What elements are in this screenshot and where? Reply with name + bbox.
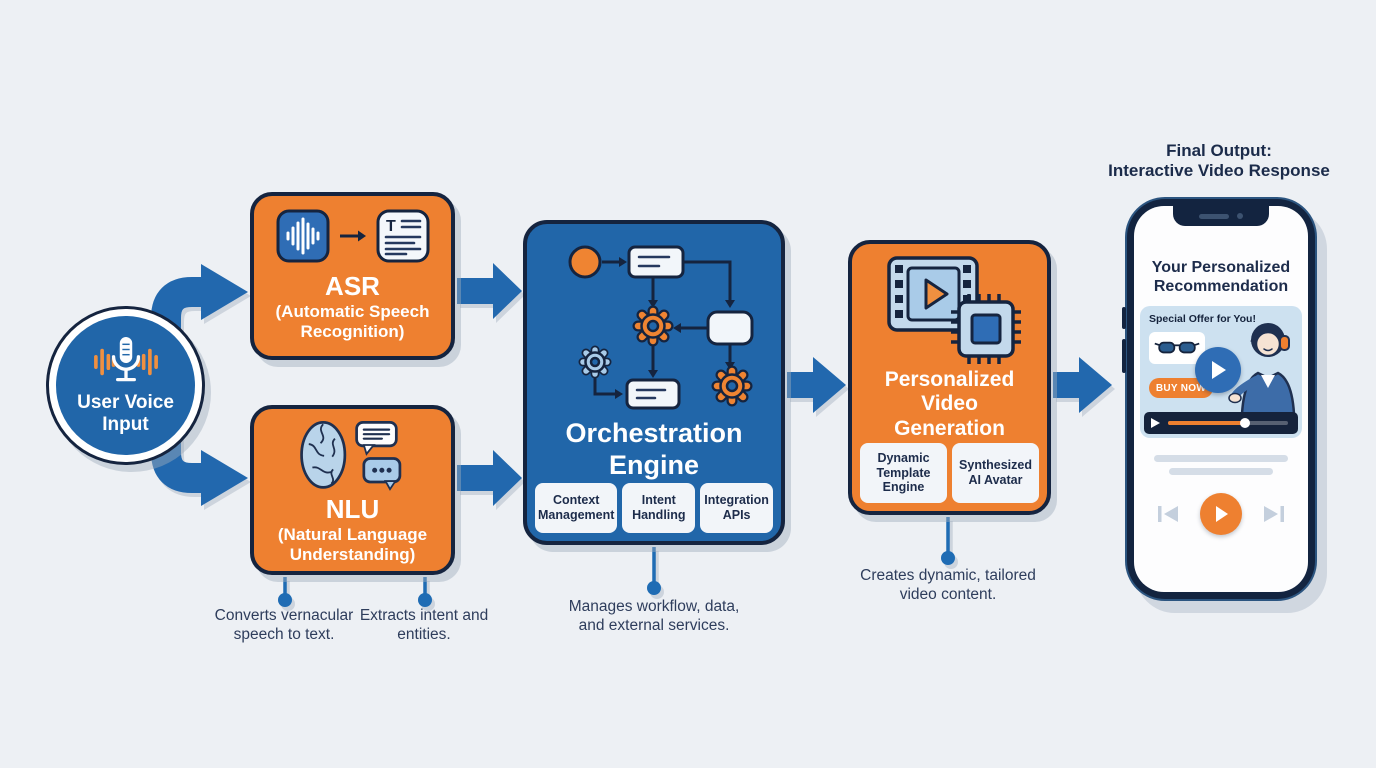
sub-box-intent-handling: Intent Handling <box>622 483 696 533</box>
orchestration-title: Orchestration Engine <box>565 418 743 480</box>
phone-volume-button <box>1122 307 1126 329</box>
video-generation-node: Personalized Video Generation Dynamic Te… <box>848 240 1051 515</box>
placeholder-text-line <box>1169 468 1273 475</box>
final-output-heading-line1: Final Output: <box>1166 141 1272 160</box>
nlu-subtitle: (Natural Language Understanding) <box>277 524 428 565</box>
asr-caption: Converts vernacular speech to text. <box>214 607 354 644</box>
video-card: Special Offer for You! BUY NOW <box>1140 306 1302 438</box>
arrow-asr-to-orchestration <box>457 263 522 319</box>
orchestration-caption: Manages workflow, data, and external ser… <box>568 598 740 635</box>
arrow-nlu-to-orchestration <box>457 450 522 506</box>
asr-subtitle: (Automatic Speech Recognition) <box>275 301 430 342</box>
gear-icon <box>711 365 753 407</box>
phone-speaker <box>1199 213 1229 219</box>
next-track-icon <box>1264 506 1284 522</box>
ai-avatar-presenter-icon <box>1228 323 1296 414</box>
product-thumbnail <box>1149 332 1205 364</box>
nlu-caption: Extracts intent and entities. <box>359 607 489 644</box>
progress-fill <box>1168 421 1243 425</box>
buy-now-button: BUY NOW <box>1149 378 1213 398</box>
phone-notch <box>1173 206 1269 226</box>
phone-screen: Your Personalized Recommendation Special… <box>1134 206 1308 592</box>
orchestration-engine-node: Orchestration Engine Context Management … <box>523 220 785 545</box>
arrow-orchestration-to-video <box>787 357 846 413</box>
audio-waveform-icon <box>276 209 329 263</box>
video-generation-title: Personalized Video Generation <box>884 368 1015 440</box>
phone-screen-title: Your Personalized Recommendation <box>1151 259 1291 296</box>
video-generation-icon-group <box>886 256 1021 364</box>
nlu-node: NLU (Natural Language Understanding) <box>250 405 455 575</box>
sub-box-synthesized-ai-avatar: Synthesized AI Avatar <box>952 442 1039 503</box>
brain-icon <box>299 421 346 489</box>
video-progress-bar <box>1144 412 1298 434</box>
user-voice-input-label: User Voice Input <box>77 392 174 435</box>
workflow-flowchart-icon <box>568 245 754 410</box>
transcript-t-glyph: T <box>386 218 396 235</box>
asr-node: T ASR (Automatic Speech Recognition) <box>250 192 455 360</box>
nlu-icon-group <box>299 421 401 491</box>
video-play-button-icon <box>1195 347 1241 393</box>
mini-play-icon <box>1151 418 1160 428</box>
phone-frame: Your Personalized Recommendation Special… <box>1127 199 1315 599</box>
nlu-title: NLU <box>325 494 380 524</box>
offer-text: Special Offer for You! <box>1149 313 1256 325</box>
microphone-with-sound-waves-icon <box>93 337 158 382</box>
gear-icon <box>632 305 674 347</box>
play-icon <box>1200 493 1242 535</box>
video-generation-caption: Creates dynamic, tailored video content. <box>860 567 1036 604</box>
final-output-heading: Final Output: Interactive Video Response <box>1084 141 1354 182</box>
player-controls <box>1134 493 1308 535</box>
chat-bubbles-icon <box>354 421 401 491</box>
transcript-document-icon: T <box>376 209 429 263</box>
asr-title: ASR <box>325 271 380 301</box>
previous-track-icon <box>1158 506 1178 522</box>
sunglasses-icon <box>1154 341 1200 354</box>
arrow-right-icon <box>339 230 366 242</box>
phone-mockup: Your Personalized Recommendation Special… <box>1122 197 1317 601</box>
phone-volume-button <box>1122 339 1126 373</box>
sub-box-integration-apis: Integration APIs <box>700 483 773 533</box>
final-output-heading-line2: Interactive Video Response <box>1108 161 1330 181</box>
processor-chip-icon <box>950 294 1021 364</box>
user-voice-input-circle: User Voice Input <box>56 316 195 455</box>
phone-camera-icon <box>1237 213 1243 219</box>
sub-box-dynamic-template-engine: Dynamic Template Engine <box>860 442 947 503</box>
gear-icon <box>578 345 612 379</box>
caption-connectors <box>278 517 955 607</box>
user-voice-input-node: User Voice Input <box>46 306 205 465</box>
arrow-video-to-phone <box>1053 357 1112 413</box>
sub-box-context-management: Context Management <box>535 483 618 533</box>
progress-track <box>1168 418 1288 428</box>
placeholder-text-line <box>1154 455 1288 462</box>
progress-handle <box>1240 418 1250 428</box>
